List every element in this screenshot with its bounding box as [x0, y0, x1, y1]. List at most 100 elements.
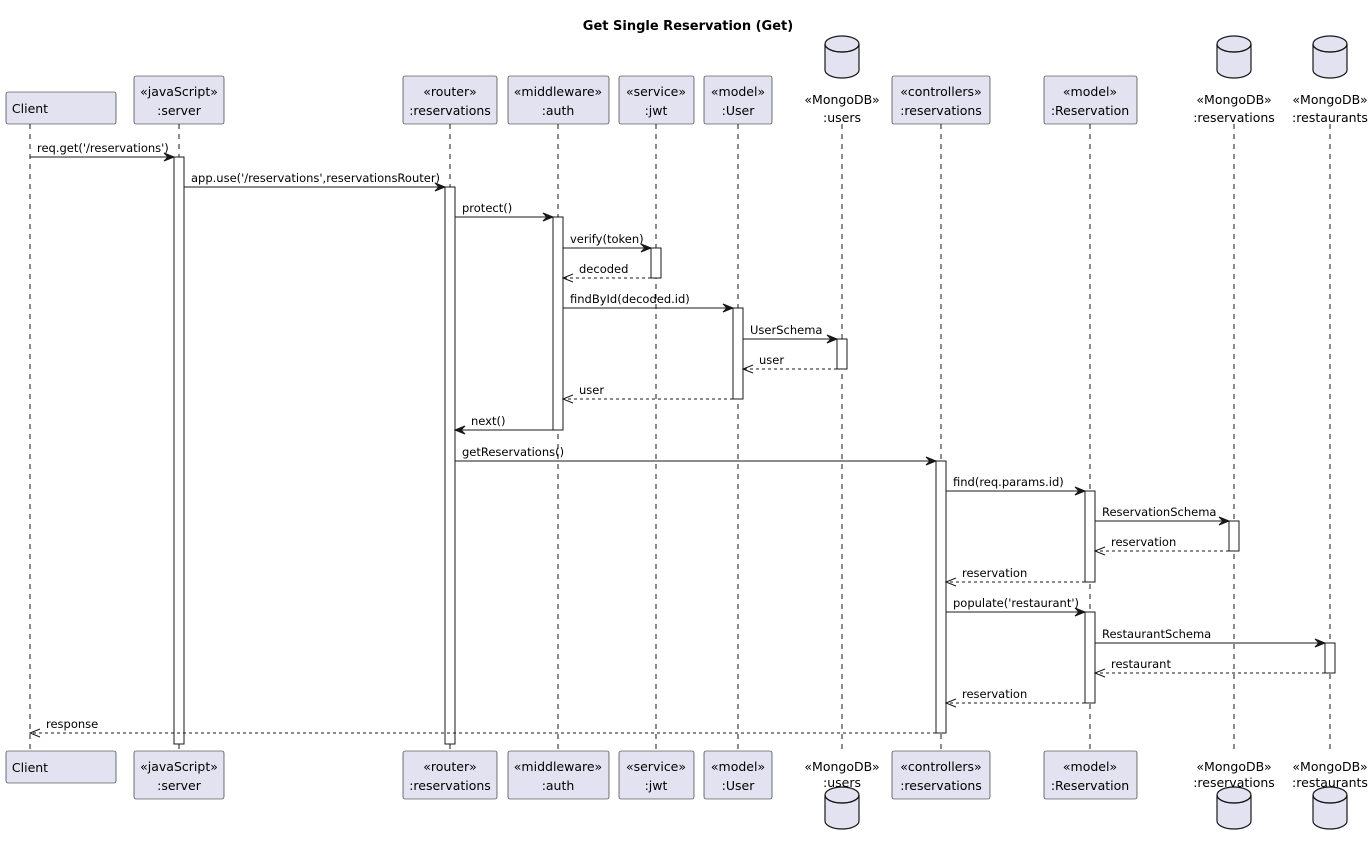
message-16: RestaurantSchema: [1095, 627, 1327, 648]
database-body: [1312, 795, 1348, 830]
message-label: req.get('/reservations'): [37, 141, 169, 155]
message-arrowhead: [542, 212, 555, 222]
message-arrowhead: [561, 273, 574, 283]
messages: req.get('/reservations') app.use('/reserv…: [28, 141, 1327, 738]
participant-auth-top: «middleware» :auth: [507, 75, 610, 125]
message-arrowhead: [741, 364, 754, 374]
participant-router-bottom: «router»:reservations: [402, 750, 498, 800]
participant-reservations_db-top: «MongoDB»:reservations: [1193, 35, 1275, 125]
participant-client-top: Client: [5, 91, 117, 125]
message-arrowhead: [453, 425, 466, 435]
participant-stereotype: «model»: [1063, 759, 1117, 774]
participant-box: [1043, 75, 1138, 125]
participant-name: :Reservation: [1051, 103, 1129, 118]
message-2: protect(): [455, 201, 555, 222]
participant-name: :reservations: [900, 778, 982, 793]
participant-stereotype: «MongoDB»: [1292, 92, 1367, 107]
message-0: req.get('/reservations'): [30, 141, 176, 162]
message-1: app.use('/reservations',reservationsRout…: [184, 171, 447, 192]
message-arrowhead: [944, 698, 957, 708]
activation-bar-router: [444, 186, 456, 745]
message-arrowhead: [561, 394, 574, 404]
database-body: [824, 44, 860, 79]
participant-controller-bottom: «controllers» :reservations: [891, 750, 991, 800]
message-3: verify(token): [563, 232, 653, 253]
participant-name: :server: [157, 778, 202, 793]
participant-name: :User: [722, 103, 756, 118]
participant-name: :users: [823, 775, 861, 790]
participant-stereotype: «MongoDB»: [1196, 759, 1271, 774]
message-label: find(req.params.id): [953, 475, 1064, 489]
participant-name: :restaurants: [1292, 775, 1368, 790]
participant-stereotype: «service»: [626, 84, 686, 99]
participant-restaurants_db-bottom: «MongoDB»:restaurants: [1292, 759, 1368, 830]
participant-stereotype: «middleware»: [514, 84, 602, 99]
participant-name: :reservations: [409, 103, 491, 118]
participant-name: :reservations: [1193, 775, 1275, 790]
message-8: user: [561, 383, 733, 404]
participants-bottom: Client«javaScript»:server«router»:reserv…: [5, 750, 1368, 830]
message-label: protect(): [462, 201, 512, 215]
participant-stereotype: «router»: [423, 84, 476, 99]
participant-stereotype: «service»: [626, 759, 686, 774]
participant-stereotype: «router»: [423, 759, 476, 774]
participant-stereotype: «model»: [1063, 84, 1117, 99]
participant-user-bottom: «model»:User: [703, 750, 773, 800]
message-11: find(req.params.id): [946, 475, 1087, 496]
activation-bar-restaurants_db: [1324, 642, 1336, 674]
message-label: user: [759, 353, 784, 367]
participant-name: :users: [823, 110, 861, 125]
message-label: ReservationSchema: [1102, 505, 1216, 519]
message-14: reservation: [944, 566, 1085, 587]
database-body: [1312, 44, 1348, 79]
database-rim: [1216, 43, 1252, 53]
participant-name: :auth: [542, 103, 575, 118]
database-icon: [824, 35, 860, 79]
message-label: reservation: [1111, 535, 1176, 549]
message-label: UserSchema: [750, 323, 822, 337]
activation-bar-reservation_model: [1084, 611, 1096, 704]
message-7: user: [741, 353, 837, 374]
message-13: reservation: [1093, 535, 1229, 556]
database-icon: [1216, 786, 1252, 830]
message-arrowhead: [1218, 516, 1231, 526]
participant-box: [402, 75, 498, 125]
participant-router-top: «router» :reservations: [402, 75, 498, 125]
participant-jwt-bottom: «service»:jwt: [618, 750, 695, 800]
message-arrowhead: [944, 577, 957, 587]
participant-box: [618, 75, 695, 125]
participant-stereotype: «model»: [711, 759, 765, 774]
database-rim: [1216, 794, 1252, 804]
message-label: app.use('/reservations',reservationsRout…: [191, 171, 440, 185]
message-label: next(): [471, 414, 505, 428]
database-body: [1216, 44, 1252, 79]
activation-bar-server: [173, 156, 185, 745]
message-label: decoded: [579, 262, 628, 276]
participant-stereotype: «javaScript»: [140, 759, 218, 774]
message-18: reservation: [944, 687, 1085, 708]
database-rim: [1312, 43, 1348, 53]
participant-box: [133, 750, 225, 800]
message-9: next(): [453, 414, 553, 435]
message-15: populate('restaurant'): [946, 596, 1087, 617]
message-arrowhead: [722, 303, 735, 313]
participant-stereotype: «controllers»: [900, 84, 981, 99]
participant-client-bottom: Client: [5, 750, 117, 784]
participant-box: [703, 750, 773, 800]
participants-top: Client«javaScript»:server«router»:reserv…: [5, 35, 1368, 125]
message-arrowhead: [1314, 638, 1327, 648]
message-label: verify(token): [570, 232, 644, 246]
message-arrowhead: [1074, 607, 1087, 617]
participant-box: [5, 91, 117, 125]
participant-stereotype: «controllers»: [900, 759, 981, 774]
database-icon: [1312, 786, 1348, 830]
participant-name: :restaurants: [1292, 110, 1368, 125]
participant-stereotype: «MongoDB»: [804, 92, 879, 107]
participant-name: :server: [157, 103, 202, 118]
participant-box: [507, 750, 610, 800]
message-label: RestaurantSchema: [1102, 627, 1211, 641]
message-arrowhead: [1093, 546, 1106, 556]
participant-stereotype: «MongoDB»: [1196, 92, 1271, 107]
message-label: user: [579, 383, 604, 397]
